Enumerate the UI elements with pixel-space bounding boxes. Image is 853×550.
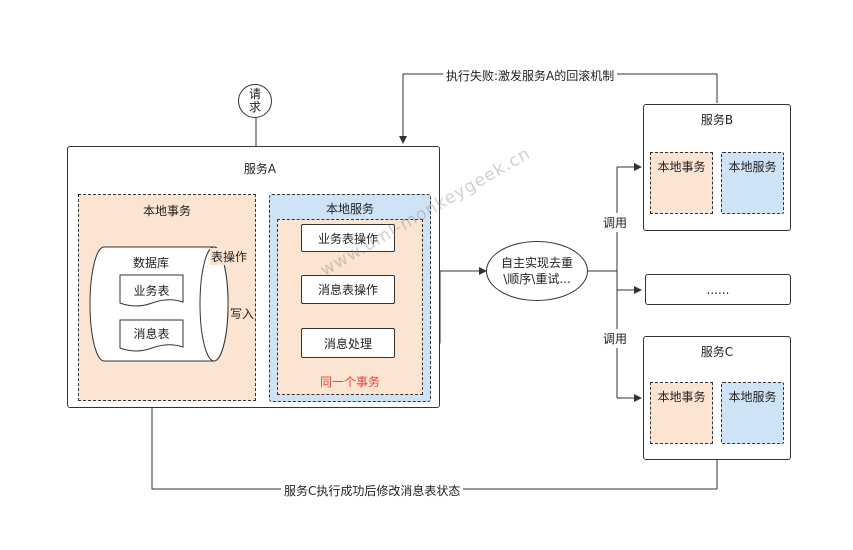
serviceB-local-tx: 本地事务 bbox=[650, 152, 713, 214]
message-table-label: 消息表 bbox=[133, 327, 170, 341]
request-circle: 请 求 bbox=[238, 84, 272, 118]
status-update-label: 服务C执行成功后修改消息表状态 bbox=[281, 482, 464, 499]
dedupe-line-2: \顺序\重试... bbox=[503, 272, 571, 286]
message-handle-node: 消息处理 bbox=[301, 328, 395, 358]
dedupe-ellipse: 自主实现去重 \顺序\重试... bbox=[486, 241, 588, 301]
call-label-top: 调用 bbox=[603, 213, 628, 232]
serviceC-local-service-label: 本地服务 bbox=[728, 390, 777, 404]
serviceC-local-tx: 本地事务 bbox=[650, 382, 713, 444]
ellipsis-box: ...... bbox=[645, 274, 791, 305]
local-tx-title: 本地事务 bbox=[142, 204, 191, 218]
same-tx-label: 同一个事务 bbox=[319, 375, 380, 389]
serviceC-local-tx-label: 本地事务 bbox=[657, 390, 706, 404]
request-label-2: 求 bbox=[248, 100, 261, 114]
business-table-label: 业务表 bbox=[133, 284, 170, 298]
serviceB-title: 服务B bbox=[700, 113, 734, 127]
write-label: 写入 bbox=[229, 305, 256, 322]
serviceC-local-service: 本地服务 bbox=[721, 382, 784, 444]
rollback-label: 执行失败:激发服务A的回滚机制 bbox=[443, 67, 618, 84]
dedupe-line-1: 自主实现去重 bbox=[500, 256, 573, 270]
table-op-label: 表操作 bbox=[210, 248, 249, 265]
local-service-title: 本地服务 bbox=[325, 202, 374, 216]
serviceA-title: 服务A bbox=[243, 162, 277, 176]
business-op-node: 业务表操作 bbox=[301, 224, 395, 252]
request-label-1: 请 bbox=[248, 87, 261, 101]
call-label-bottom: 调用 bbox=[603, 329, 628, 348]
serviceB-local-service: 本地服务 bbox=[721, 152, 784, 214]
serviceB-local-service-label: 本地服务 bbox=[728, 160, 777, 174]
serviceC-title: 服务C bbox=[700, 345, 734, 359]
message-op-node: 消息表操作 bbox=[301, 275, 395, 304]
database-title: 数据库 bbox=[132, 256, 169, 270]
serviceB-local-tx-label: 本地事务 bbox=[657, 160, 706, 174]
